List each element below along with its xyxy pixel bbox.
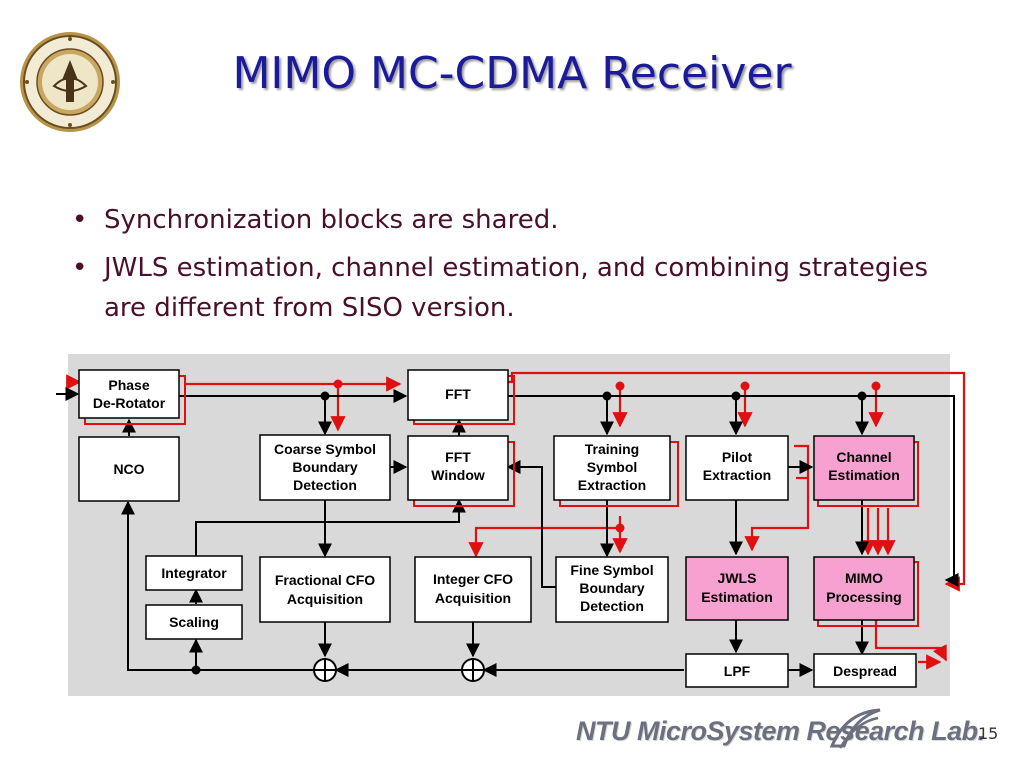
block-label: Coarse Symbol: [274, 441, 376, 457]
block-training-symbol-extraction: Training Symbol Extraction: [553, 435, 671, 501]
diagram-background: [68, 354, 950, 696]
block-label: Window: [431, 467, 485, 483]
block-label: Fractional CFO: [275, 572, 375, 588]
block-label: NCO: [113, 461, 144, 477]
bullet-item: Synchronization blocks are shared.: [70, 200, 970, 240]
block-label: Extraction: [578, 477, 646, 493]
block-label: FFT: [445, 449, 471, 465]
block-nco: NCO: [78, 436, 180, 502]
block-label: Acquisition: [435, 590, 511, 606]
page-number: 15: [978, 724, 999, 743]
block-label: FFT: [445, 386, 471, 402]
lab-swoosh-logo-icon: [829, 708, 881, 749]
block-label: LPF: [724, 663, 751, 679]
block-jwls-estimation: JWLS Estimation: [685, 556, 789, 621]
block-channel-estimation: Channel Estimation: [813, 435, 915, 501]
summing-node-fractional: [313, 658, 337, 682]
block-label: JWLS: [718, 570, 757, 586]
block-label: Acquisition: [287, 591, 363, 607]
block-label: Channel: [836, 449, 891, 465]
block-pilot-extraction: Pilot Extraction: [685, 435, 789, 501]
block-fft-window: FFT Window: [407, 435, 509, 501]
block-label: Estimation: [828, 467, 900, 483]
black-signal-paths: [56, 387, 959, 677]
block-label: Estimation: [701, 589, 773, 605]
block-label: Integer CFO: [433, 571, 513, 587]
block-fractional-cfo-acquisition: Fractional CFO Acquisition: [259, 556, 391, 623]
university-seal-icon: [20, 32, 120, 132]
block-label: Detection: [580, 598, 644, 614]
block-phase-derotator: Phase De-Rotator: [78, 369, 180, 419]
block-label: MIMO: [845, 570, 883, 586]
block-label: Integrator: [161, 565, 227, 581]
block-despread: Despread: [813, 653, 917, 688]
block-mimo-processing: MIMO Processing: [813, 556, 915, 621]
block-integer-cfo-acquisition: Integer CFO Acquisition: [414, 556, 532, 623]
bullet-item: JWLS estimation, channel estimation, and…: [70, 248, 970, 328]
block-label: Fine Symbol: [570, 562, 653, 578]
block-label: Boundary: [292, 459, 358, 475]
block-fft: FFT: [407, 369, 509, 421]
block-label: Scaling: [169, 614, 219, 630]
junction-dots: [191, 379, 881, 675]
block-label: Training: [585, 441, 639, 457]
red-signal-paths: [66, 371, 966, 670]
block-label: De-Rotator: [93, 395, 166, 411]
block-scaling: Scaling: [145, 604, 243, 640]
block-label: Extraction: [703, 467, 771, 483]
block-label: Processing: [826, 589, 901, 605]
block-label: Despread: [833, 663, 897, 679]
block-lpf: LPF: [685, 653, 789, 688]
block-fine-symbol-boundary-detection: Fine Symbol Boundary Detection: [555, 556, 669, 623]
bullet-list: Synchronization blocks are shared. JWLS …: [70, 200, 970, 336]
block-integrator: Integrator: [145, 555, 243, 591]
block-label: Detection: [293, 477, 357, 493]
block-label: Phase: [108, 377, 149, 393]
slide-title: MIMO MC-CDMA Receiver: [232, 48, 792, 99]
block-label: Boundary: [579, 580, 645, 596]
block-label: Pilot: [722, 449, 753, 465]
footer-lab-name: NTU MicroSystem Research Lab.: [576, 716, 985, 746]
block-label: Symbol: [587, 459, 638, 475]
block-coarse-symbol-boundary-detection: Coarse Symbol Boundary Detection: [259, 434, 391, 501]
summing-node-integer: [461, 658, 485, 682]
